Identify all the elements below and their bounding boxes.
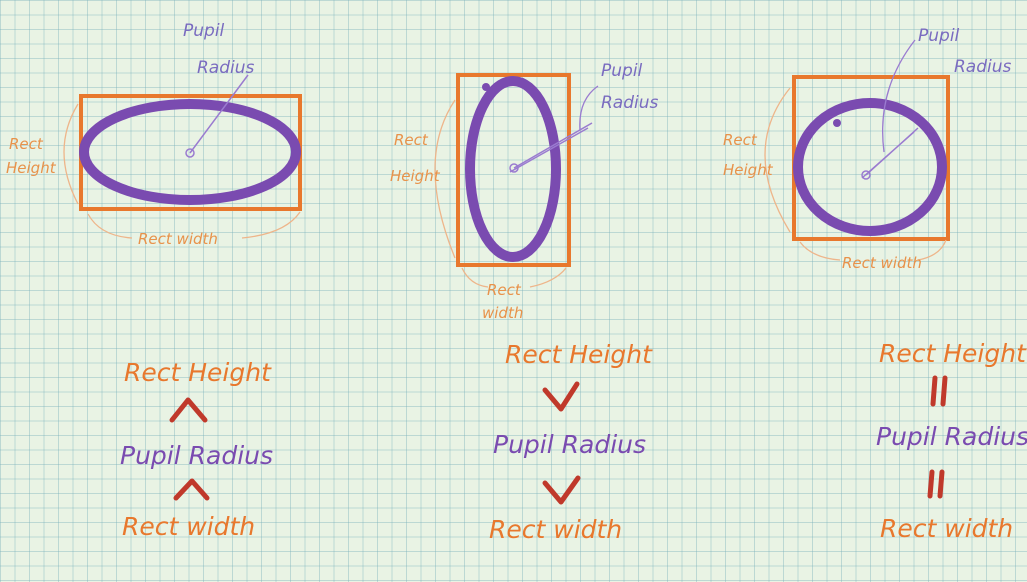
pupil-ellipse xyxy=(79,99,301,205)
relation-middle-text: Pupil Radius xyxy=(493,430,646,459)
greater-than-symbol-top xyxy=(169,397,208,423)
panel-wide: Pupil Radius Rect Height Rect width Rect… xyxy=(6,21,302,541)
rect-height-label-1: Rect xyxy=(9,135,44,153)
height-bracket xyxy=(764,87,791,233)
rect-box xyxy=(456,73,571,267)
rect-width-label-2: width xyxy=(482,304,523,322)
relation-middle-text: Pupil Radius xyxy=(120,441,273,470)
pupil-circle xyxy=(793,98,947,236)
rect-height-label-2: Height xyxy=(723,161,774,179)
relation-bottom-text: Rect width xyxy=(122,512,255,541)
radius-label: Radius xyxy=(601,93,659,113)
relation-top-text: Rect Height xyxy=(879,339,1027,368)
panel-tall: Pupil Radius Rect Height Rect width Rect… xyxy=(390,61,659,544)
radius-leader xyxy=(881,39,916,153)
rect-height-label-1: Rect xyxy=(394,131,429,149)
rect-height-label-2: Height xyxy=(390,167,441,185)
relation-top-text: Rect Height xyxy=(505,340,653,369)
rect-width-label-1: Rect xyxy=(487,281,522,299)
greater-than-symbol-bottom xyxy=(173,478,210,501)
less-than-symbol-top xyxy=(542,381,580,412)
width-bracket xyxy=(799,239,947,261)
rect-height-label-1: Rect xyxy=(723,131,758,149)
pupil-label: Pupil xyxy=(183,21,225,41)
equals-symbol-top xyxy=(930,375,948,407)
height-bracket xyxy=(434,99,456,259)
width-bracket xyxy=(461,267,567,288)
pupil-ellipse xyxy=(465,76,561,262)
pupil-label: Pupil xyxy=(601,61,643,81)
relation-top-text: Rect Height xyxy=(124,358,272,387)
width-bracket xyxy=(87,211,301,239)
rect-width-label: Rect width xyxy=(842,254,922,272)
relation-bottom-text: Rect width xyxy=(489,515,622,544)
equals-symbol-bottom xyxy=(927,469,945,499)
pupil-label: Pupil xyxy=(918,26,960,46)
rect-width-label: Rect width xyxy=(138,230,218,248)
panel-circle: Pupil Radius Rect Height Rect width Rect… xyxy=(723,26,1027,543)
relation-middle-text: Pupil Radius xyxy=(876,422,1027,451)
radius-line xyxy=(861,127,919,179)
less-than-symbol-bottom xyxy=(542,475,581,505)
radius-label: Radius xyxy=(197,58,255,78)
radius-label: Radius xyxy=(954,57,1012,77)
relation-bottom-text: Rect width xyxy=(880,514,1013,543)
rect-height-label-2: Height xyxy=(6,159,57,177)
height-bracket xyxy=(63,103,79,205)
radius-line xyxy=(189,74,249,154)
radius-leader xyxy=(579,85,599,131)
radius-line xyxy=(509,122,593,173)
